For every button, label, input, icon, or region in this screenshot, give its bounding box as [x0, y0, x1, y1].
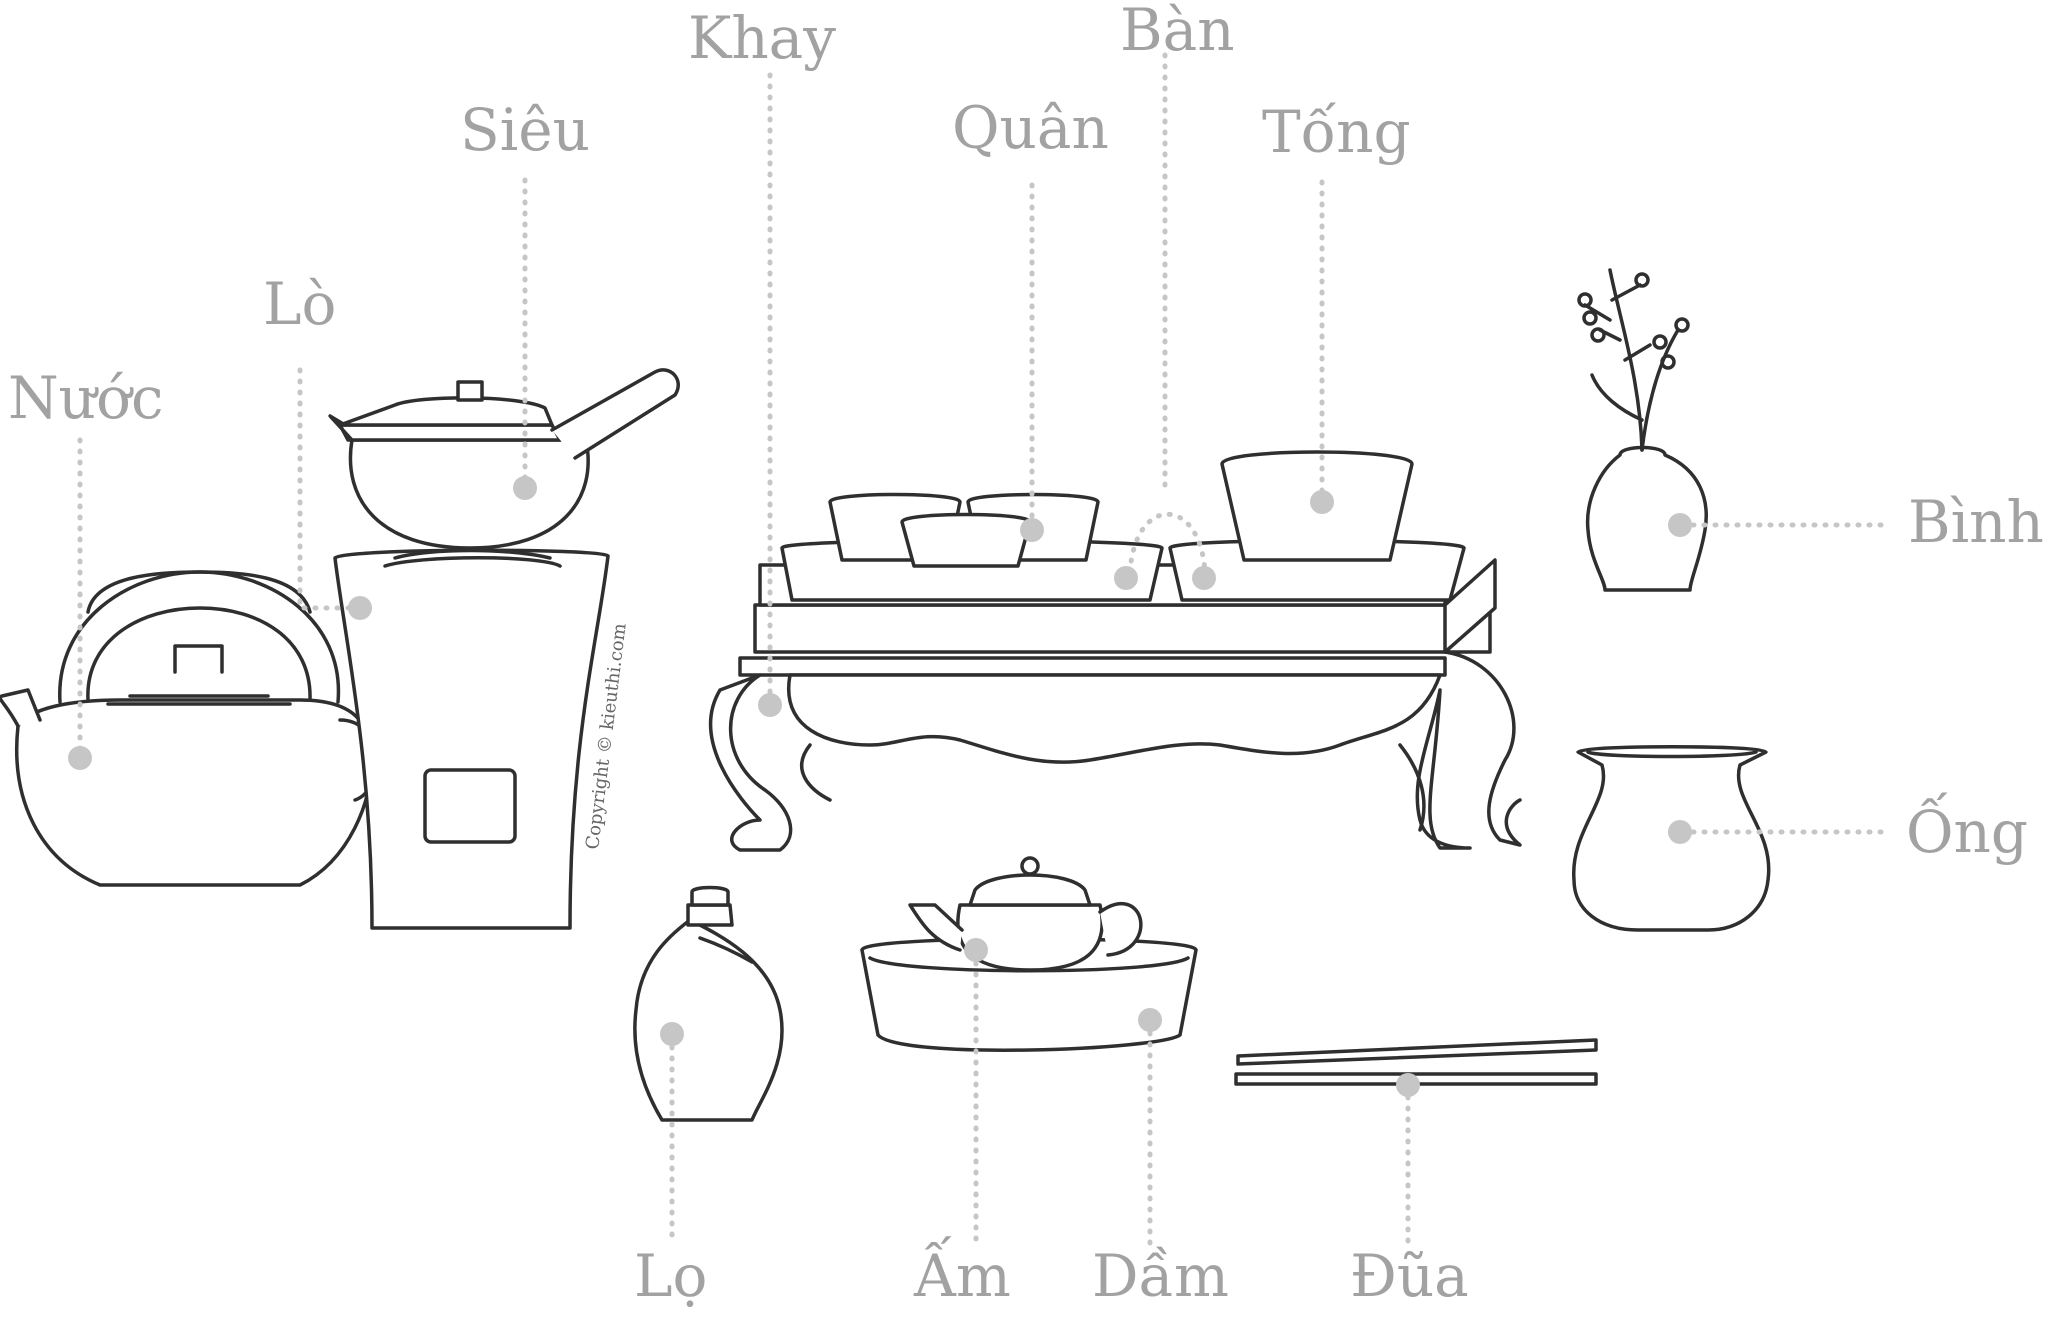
teapot-drawing	[908, 856, 1143, 972]
dot-am	[964, 938, 988, 962]
dot-lo-jar	[660, 1022, 684, 1046]
dot-sieu	[513, 476, 537, 500]
dot-ban-left	[1114, 566, 1138, 590]
label-tong: Tống	[1262, 98, 1411, 166]
basin-drawing	[860, 937, 1198, 1052]
label-am: Ấm	[913, 1236, 1011, 1310]
stove-drawing	[333, 548, 610, 930]
water-kettle-drawing	[0, 570, 378, 887]
anchor-dots	[68, 476, 1692, 1097]
dot-ong	[1668, 820, 1692, 844]
dot-quan	[1020, 518, 1044, 542]
label-ban: Bàn	[1120, 0, 1235, 64]
label-quan: Quân	[952, 94, 1109, 162]
label-ong: Ống	[1906, 792, 2028, 866]
dot-binh	[1668, 513, 1692, 537]
jar-drawing	[633, 885, 784, 1122]
label-sieu: Siêu	[460, 96, 590, 164]
dot-nuoc	[68, 746, 92, 770]
dot-dua	[1396, 1073, 1420, 1097]
label-dua: Đũa	[1350, 1242, 1469, 1310]
vase-drawing	[1577, 268, 1708, 592]
dot-tong	[1310, 490, 1334, 514]
label-dam: Dầm	[1092, 1242, 1229, 1310]
tea-table-drawing	[708, 450, 1522, 852]
label-binh: Bình	[1908, 488, 2044, 556]
label-nuoc: Nước	[8, 364, 164, 432]
leader-lines	[77, 52, 1893, 1248]
dot-khay	[758, 693, 782, 717]
label-lo: Lò	[263, 270, 336, 338]
side-kettle-drawing	[328, 368, 680, 560]
dot-ban-right	[1192, 566, 1216, 590]
labels: Nước Lò Siêu Khay Quân Bàn Tống Bình Ống…	[8, 0, 2044, 1310]
dot-lo	[348, 596, 372, 620]
dot-dam	[1138, 1008, 1162, 1032]
label-lo-jar: Lọ	[634, 1242, 707, 1310]
label-khay: Khay	[688, 4, 836, 72]
